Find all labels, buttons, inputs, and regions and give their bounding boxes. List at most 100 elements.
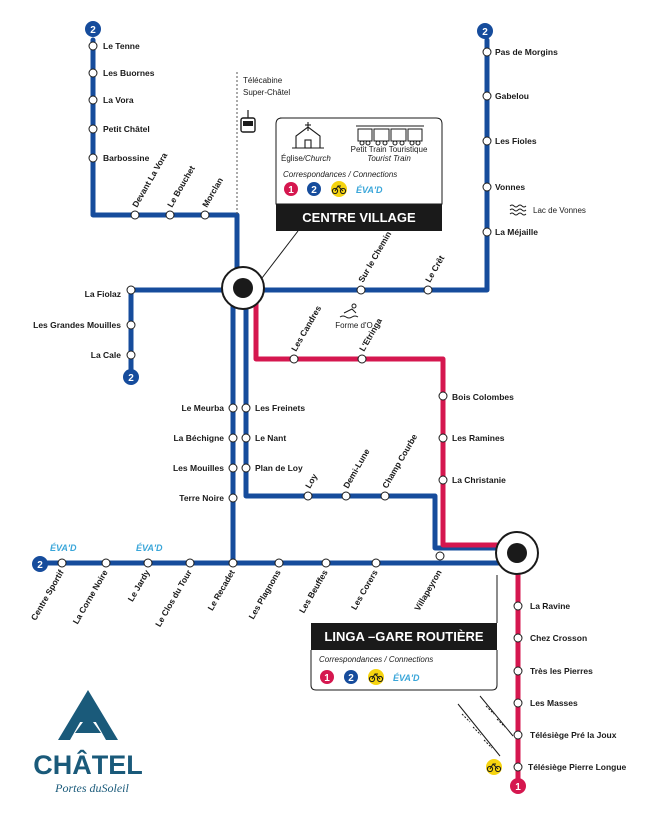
connections-label: Correspondances / Connections — [319, 655, 433, 664]
tourist-train-icon — [356, 125, 424, 146]
stop-telesiege-pierre-longue[interactable]: Télésiège Pierre Longue — [513, 762, 627, 772]
telecabine-label: Télécabine — [243, 76, 283, 85]
stop-le-tenne[interactable]: Le Tenne — [88, 41, 140, 51]
line1-badge — [284, 182, 298, 196]
stop-la-cale[interactable]: La Cale — [91, 350, 136, 360]
centre-village-title: CENTRE VILLAGE — [302, 210, 416, 225]
stop-la-christanie[interactable]: La Christanie — [438, 475, 506, 485]
linga-banner — [311, 623, 497, 650]
evad-logo: ÉVA'D — [356, 185, 383, 195]
route-lines — [37, 37, 521, 788]
stop-label: La Béchigne — [173, 433, 224, 443]
stop-plan-de-loy[interactable]: Plan de Loy — [241, 463, 303, 473]
logo-subtitle: Portes duSoleil — [54, 781, 129, 795]
stop-sur-le-chemin[interactable]: Sur le Chemin — [356, 230, 393, 295]
stop-la-mejaille[interactable]: La Méjaille — [482, 227, 538, 237]
stop-label: Télésiège Pré la Joux — [530, 730, 617, 740]
stop-label: La Vora — [103, 95, 134, 105]
hub-centre-village[interactable] — [221, 266, 265, 310]
stop-label: Bois Colombes — [452, 392, 514, 402]
stop-bois-colombes[interactable]: Bois Colombes — [438, 391, 514, 402]
stop-label: Le Nant — [255, 433, 286, 443]
bottom-stops: 2 ÉVA'D ÉVA'D Centre Sportif La Corne No… — [29, 543, 445, 628]
stop-le-jardy[interactable]: Le Jardy — [126, 558, 153, 604]
stop-les-mouilles[interactable]: Les Mouilles — [173, 463, 238, 473]
stop-label: Sur le Chemin — [356, 230, 393, 284]
stop-les-corers[interactable]: Les Corers — [349, 558, 381, 612]
line1-badge — [320, 670, 334, 684]
line1-route — [253, 294, 521, 788]
stop-pas-de-morgins[interactable]: Pas de Morgins — [482, 47, 558, 57]
stop-petit-chatel[interactable]: Petit Châtel — [88, 124, 150, 134]
stop-les-freinets[interactable]: Les Freinets — [241, 403, 305, 413]
stop-label: Plan de Loy — [255, 463, 303, 473]
stop-label: La Ravine — [530, 601, 570, 611]
stop-les-buornes[interactable]: Les Buornes — [88, 68, 155, 78]
stop-telesiege-pre-la-joux[interactable]: Télésiège Pré la Joux — [513, 730, 617, 740]
stop-label: Les Freinets — [255, 403, 305, 413]
telecabine: Télécabine Super-Châtel — [236, 72, 290, 215]
stop-label: Chez Crosson — [530, 633, 587, 643]
stop-champ-courbe[interactable]: Champ Courbe — [380, 432, 419, 501]
stop-chez-crosson[interactable]: Chez Crosson — [513, 633, 587, 643]
stop-label: Les Corers — [349, 568, 380, 612]
gondola-icon — [240, 110, 256, 133]
stop-la-vora[interactable]: La Vora — [88, 95, 134, 105]
line2-badge-label: 2 — [37, 560, 43, 571]
branch-northwest: 2 Le Tenne Les Buornes La Vora Petit Châ… — [85, 21, 225, 220]
centre-village-banner — [276, 204, 442, 231]
linga-box: LINGA –GARE ROUTIÈRE Correspondances / C… — [310, 575, 498, 691]
stop-tres-les-pierres[interactable]: Très les Pierres — [513, 666, 593, 676]
stop-les-plagnons[interactable]: Les Plagnons — [246, 558, 284, 621]
stop-label: Le Crêt — [423, 253, 446, 284]
stop-gabelou[interactable]: Gabelou — [482, 91, 529, 101]
stop-le-meurba[interactable]: Le Meurba — [181, 403, 238, 413]
line2-badge — [32, 556, 48, 572]
stop-label: Vonnes — [495, 182, 525, 192]
stop-label: Les Fioles — [495, 136, 537, 146]
train-label: Petit Train Touristique — [351, 145, 428, 154]
stop-label: Gabelou — [495, 91, 529, 101]
stop-label: Terre Noire — [179, 493, 224, 503]
stop-barbossine[interactable]: Barbossine — [88, 153, 150, 163]
stop-label: Le Bouchet — [165, 164, 197, 209]
stop-label: Le Recadet — [205, 568, 236, 612]
lake-label: Lac de Vonnes — [533, 206, 586, 215]
stop-vonnes[interactable]: Vonnes — [482, 182, 525, 192]
stop-le-bouchet[interactable]: Le Bouchet — [165, 164, 197, 220]
stop-demi-lune[interactable]: Demi-Lune — [341, 447, 372, 501]
stop-la-bechigne[interactable]: La Béchigne — [173, 433, 238, 443]
stop-les-ramines[interactable]: Les Ramines — [438, 433, 505, 443]
stop-la-fiolaz[interactable]: La Fiolaz — [85, 285, 136, 299]
stop-le-recadet[interactable]: Le Recadet — [205, 558, 238, 612]
stop-les-grandes-mouilles[interactable]: Les Grandes Mouilles — [33, 320, 136, 330]
stop-le-nant[interactable]: Le Nant — [241, 433, 286, 443]
line2-badge — [85, 21, 101, 37]
stop-le-clos-du-tour[interactable]: Le Clos du Tour — [153, 558, 195, 628]
stop-label: Les Ramines — [452, 433, 505, 443]
stop-terre-noire[interactable]: Terre Noire — [179, 493, 238, 503]
line2-route-northeast — [240, 37, 490, 293]
stop-label: Petit Châtel — [103, 124, 150, 134]
train-label-en: Tourist Train — [367, 154, 411, 163]
stop-label: Le Jardy — [126, 568, 152, 604]
line2-badge-label: 2 — [348, 673, 354, 684]
stop-les-fioles[interactable]: Les Fioles — [482, 136, 537, 146]
stop-label: La Cale — [91, 350, 122, 360]
line1-badge-label: 1 — [515, 782, 521, 793]
line2-badge-label: 2 — [128, 373, 134, 384]
stop-les-beuffes[interactable]: Les Beuffes — [297, 558, 331, 615]
hub-linga[interactable] — [495, 531, 539, 575]
stop-les-masses[interactable]: Les Masses — [513, 698, 578, 708]
stop-label: Le Tenne — [103, 41, 140, 51]
telecabine-label-2: Super-Châtel — [243, 88, 290, 97]
stop-label: Le Clos du Tour — [153, 567, 194, 628]
stop-les-candres[interactable]: Les Candres — [289, 304, 323, 364]
line2-route-west — [128, 287, 246, 378]
stop-la-corne-noire[interactable]: La Corne Noire — [71, 558, 111, 626]
stop-la-ravine[interactable]: La Ravine — [513, 601, 570, 611]
line2-badge — [123, 369, 139, 385]
stop-label: Les Plagnons — [246, 568, 282, 621]
evad-logo: ÉVA'D — [136, 543, 163, 553]
